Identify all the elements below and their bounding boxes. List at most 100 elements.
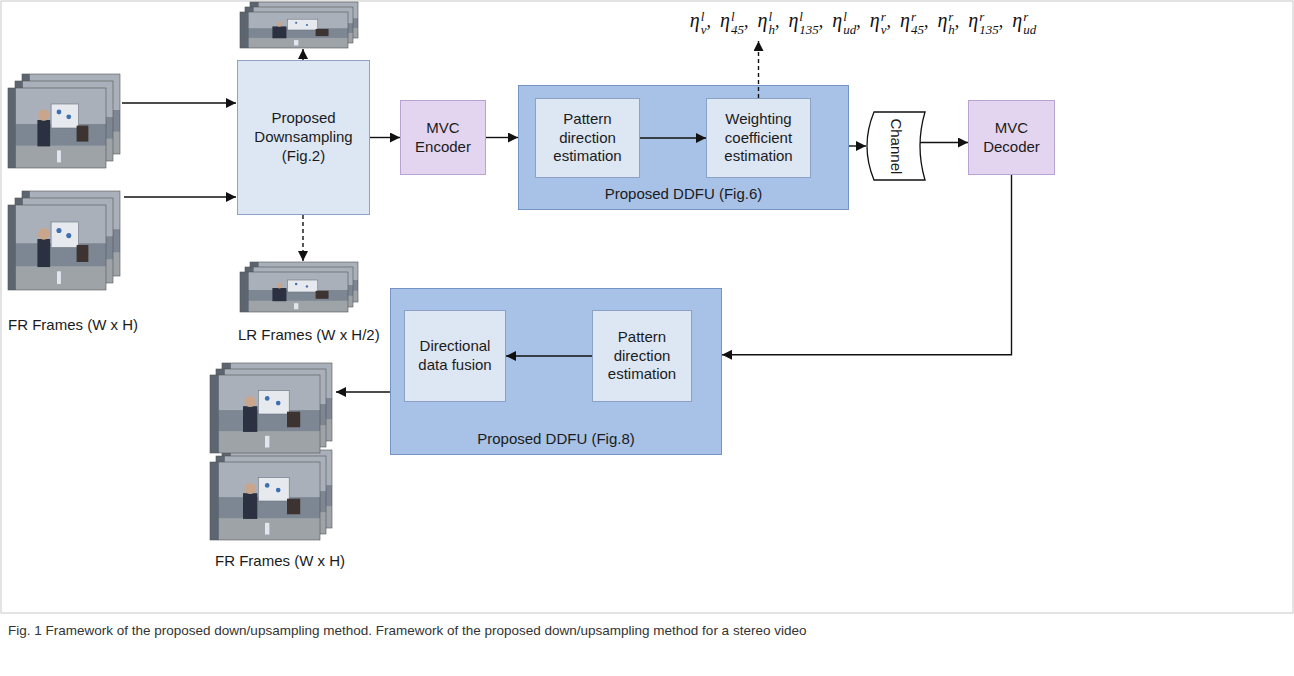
group-title: Proposed DDFU (Fig.8) [391,430,721,449]
superscript: r [911,10,924,23]
math-term: ηlh, [757,13,788,30]
node-label: MVC Encoder [407,119,479,157]
dashed-arrow [302,49,303,60]
process-box: Proposed Downsampling (Fig.2) [237,60,370,215]
math-term: ηr45, [900,13,937,30]
frame-label: LR Frames (W x H/2) [238,326,380,343]
frame-label: FR Frames (W x H) [215,552,345,569]
process-box: Weighting coefficient estimation [706,98,811,178]
node-label: Directional data fusion [411,337,499,375]
math-symbol: η [1012,9,1022,31]
math-symbol: η [690,9,700,31]
input-arrow [124,196,236,197]
subscript: h [948,23,955,36]
dashed-arrow [758,41,759,98]
process-box: Directional data fusion [404,310,506,402]
math-term: ηrud [1012,13,1036,30]
separator: , [775,11,780,31]
math-symbol: η [870,9,880,31]
script-stack: lv [701,10,707,36]
flow-arrows [122,49,390,392]
subscript: v [701,23,707,36]
flow-connector [849,145,866,146]
math-term: ηl45, [720,13,757,30]
flow-connector [486,137,518,138]
subscript: ud [843,23,856,36]
dashed-arrow [302,215,303,261]
math-term: ηlv, [690,13,720,30]
figure-frame [1,1,1293,613]
node-label: Channel [887,118,906,174]
math-term: ηlud, [832,13,869,30]
math-symbol: η [757,9,767,31]
superscript: r [1023,10,1036,23]
superscript: l [843,10,856,23]
superscript: l [731,10,744,23]
subscript: 135 [799,23,819,36]
script-stack: rv [881,10,887,36]
superscript: l [799,10,819,23]
subscript: 45 [731,23,744,36]
math-symbol: η [968,9,978,31]
video-frame [8,88,106,168]
math-symbol: η [937,9,947,31]
channel-shape: Channel [866,110,926,182]
node-label: Pattern direction estimation [542,110,633,166]
channel-outline [867,112,925,180]
superscript: l [701,10,707,23]
superscript: r [948,10,955,23]
coefficient-list: ηlv,ηl45,ηlh,ηl135,ηlud,ηrv,ηr45,ηrh,ηr1… [598,4,1128,38]
script-stack: l45 [731,10,744,36]
subscript: h [768,23,775,36]
superscript: r [979,10,999,23]
script-stack: lud [843,10,856,36]
flow-connector [722,175,1012,355]
frame-label: FR Frames (W x H) [8,316,138,333]
math-term: ηrh, [937,13,968,30]
script-stack: lh [768,10,775,36]
math-symbol: η [832,9,842,31]
subscript: 45 [911,23,924,36]
script-stack: r45 [911,10,924,36]
input-arrow [122,102,236,103]
separator: , [707,11,712,31]
separator: , [886,11,891,31]
process-box: Pattern direction estimation [592,310,692,402]
video-frame [240,12,348,48]
node-label: Weighting coefficient estimation [713,110,804,166]
video-frame [8,205,106,290]
figure-caption: Fig. 1 Framework of the proposed down/up… [8,622,1286,640]
node-label: Pattern direction estimation [599,328,685,384]
video-frame [210,375,320,453]
math-term: ηrv, [870,13,900,30]
script-stack: l135 [799,10,819,36]
video-frame [210,462,320,540]
superscript: r [881,10,887,23]
separator: , [856,11,861,31]
flow-connector [370,137,400,138]
separator: , [999,11,1004,31]
node-label: Proposed Downsampling (Fig.2) [244,109,363,165]
separator: , [744,11,749,31]
video-frame [240,272,348,312]
flow-connector [506,355,592,356]
math-symbol: η [720,9,730,31]
script-stack: rud [1023,10,1036,36]
superscript: l [768,10,775,23]
math-symbol: η [900,9,910,31]
subscript: 135 [979,23,999,36]
flow-connector [640,137,706,138]
math-symbol: η [788,9,798,31]
codec-box: MVC Encoder [400,100,486,175]
group-title: Proposed DDFU (Fig.6) [519,185,848,204]
script-stack: rh [948,10,955,36]
codec-box: MVC Decoder [968,100,1055,175]
subscript: v [881,23,887,36]
node-label: MVC Decoder [975,119,1048,157]
math-term: ηr135, [968,13,1012,30]
module-group: Proposed DDFU (Fig.6) Pattern direction e… [518,85,849,210]
script-stack: r135 [979,10,999,36]
process-box: Pattern direction estimation [535,98,640,178]
output-arrow [336,391,390,392]
